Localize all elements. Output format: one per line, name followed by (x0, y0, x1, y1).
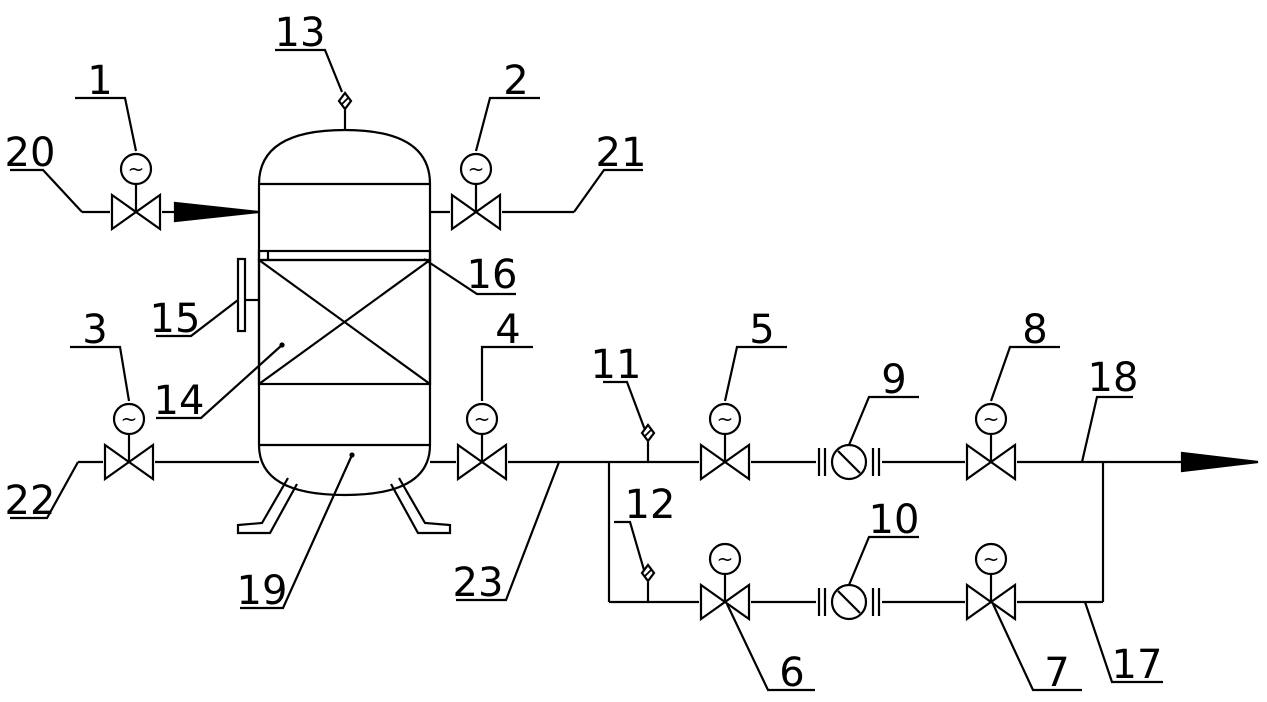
leader-13 (275, 48, 344, 93)
valve-7: ~ (965, 542, 1017, 621)
label-2: 2 (503, 58, 528, 104)
valves: ~ ~ ~ ~ ~ ~ ~ ~ (103, 152, 1017, 621)
leader-17 (1083, 601, 1163, 684)
leader-11 (603, 380, 647, 431)
leader-16 (423, 258, 516, 296)
leader-22 (10, 461, 79, 520)
svg-text:~: ~ (717, 547, 734, 571)
manhole-flange (236, 257, 247, 333)
label-19: 19 (237, 568, 288, 614)
label-11: 11 (591, 342, 642, 388)
label-3: 3 (82, 307, 107, 353)
label-15: 15 (150, 296, 201, 342)
leader-8 (989, 345, 1060, 402)
leader-2 (474, 96, 540, 152)
leader-15 (156, 299, 239, 338)
packing-bed (257, 258, 432, 386)
gauge-12 (640, 563, 656, 604)
leader-9 (847, 395, 919, 446)
leader-4 (480, 345, 533, 401)
label-4: 4 (495, 307, 520, 353)
inlet-arrow (173, 201, 260, 223)
svg-text:~: ~ (128, 157, 145, 181)
leader-7 (992, 603, 1082, 692)
label-20: 20 (5, 130, 56, 176)
label-16: 16 (467, 252, 518, 298)
label-5: 5 (749, 307, 774, 353)
valve-5: ~ (699, 402, 751, 481)
label-17: 17 (1112, 642, 1163, 688)
leader-14 (156, 344, 283, 420)
label-10: 10 (869, 497, 920, 543)
svg-text:~: ~ (468, 157, 485, 181)
labels: 1 2 3 4 5 6 7 8 9 10 11 12 13 14 15 16 1… (5, 10, 1163, 696)
svg-text:~: ~ (717, 407, 734, 431)
leader-23 (456, 461, 561, 602)
leader-21 (573, 168, 643, 213)
packing-cross-b (258, 259, 431, 385)
leader-1 (75, 96, 138, 152)
vessel (236, 128, 452, 535)
svg-text:~: ~ (983, 547, 1000, 571)
leader-lines (10, 48, 1163, 692)
gauge-13 (337, 91, 353, 132)
label-8: 8 (1022, 307, 1047, 353)
label-21: 21 (596, 130, 647, 176)
label-22: 22 (5, 478, 56, 524)
valve-3: ~ (103, 402, 155, 481)
label-12: 12 (625, 482, 676, 528)
distribution-plate (257, 249, 432, 262)
vessel-top-head (257, 128, 432, 185)
label-18: 18 (1088, 355, 1139, 401)
leader-3 (70, 345, 131, 402)
label-9: 9 (881, 357, 906, 403)
label-6: 6 (779, 650, 804, 696)
gauge-11 (640, 423, 656, 464)
svg-text:~: ~ (121, 407, 138, 431)
right-leg (390, 477, 452, 535)
leader-19 (240, 454, 354, 610)
leader-5 (723, 345, 787, 402)
label-14: 14 (154, 378, 205, 424)
svg-text:~: ~ (983, 407, 1000, 431)
leader-12 (614, 520, 646, 571)
label-1: 1 (87, 58, 112, 104)
left-leg (236, 477, 298, 535)
piping (78, 201, 1259, 604)
svg-text:~: ~ (474, 407, 491, 431)
leader-6 (726, 603, 815, 692)
valve-6: ~ (699, 542, 751, 621)
flow-meter-9 (817, 443, 881, 481)
valve-2: ~ (450, 152, 502, 231)
label-13: 13 (275, 10, 326, 56)
vessel-bottom-head (257, 444, 432, 497)
leader-20 (10, 168, 83, 213)
flow-meter-10 (817, 583, 881, 621)
label-23: 23 (453, 560, 504, 606)
leader-10 (847, 535, 919, 586)
outlet-arrow (1180, 451, 1259, 473)
valve-8: ~ (965, 402, 1017, 481)
leader-18 (1080, 395, 1133, 463)
valve-1: ~ (110, 152, 162, 231)
valve-4: ~ (456, 402, 508, 481)
label-7: 7 (1044, 650, 1069, 696)
